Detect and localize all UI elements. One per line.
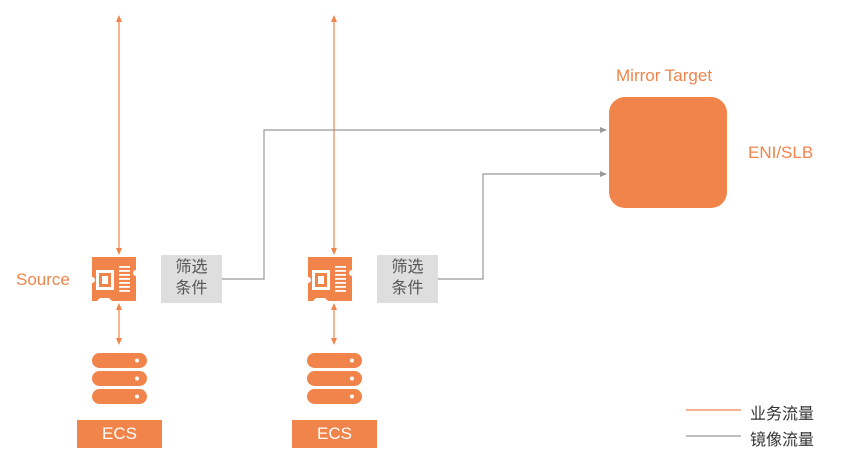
- server-icon: [92, 353, 147, 404]
- ecs-label: ECS: [292, 420, 377, 448]
- filter-condition-line1: 筛选: [175, 259, 208, 276]
- filter-condition-line2: 条件: [175, 280, 208, 297]
- filter-condition-line2: 条件: [391, 280, 424, 297]
- legend-business-label: 业务流量: [750, 406, 815, 423]
- eni-icon: [92, 257, 136, 301]
- filter-condition-line1: 筛选: [391, 259, 424, 276]
- mirror-traffic-path-2: [438, 171, 607, 280]
- filter-condition-box: 筛选 条件: [161, 255, 222, 303]
- server-icon: [307, 353, 362, 404]
- filter-condition-box: 筛选 条件: [377, 255, 438, 303]
- source-label: Source: [16, 270, 70, 289]
- mirror-traffic-path-1: [222, 127, 607, 280]
- target-type-label: ENI/SLB: [748, 143, 814, 162]
- legend-mirror-label: 镜像流量: [750, 432, 815, 449]
- mirror-target-label: Mirror Target: [616, 66, 713, 85]
- mirror-target-box: [609, 97, 727, 208]
- ecs-label: ECS: [77, 420, 162, 448]
- eni-icon: [308, 257, 352, 301]
